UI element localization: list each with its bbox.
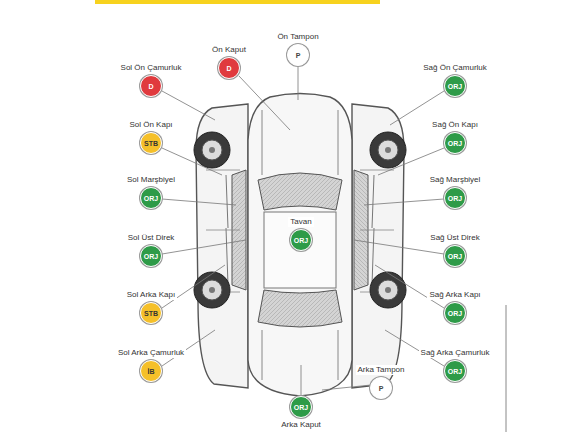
part-marker: Sağ Üst DirekORJ: [428, 231, 481, 267]
status-badge: ORJ: [290, 229, 312, 251]
status-badge: D: [140, 75, 162, 97]
part-marker: Sağ Ön ÇamurlukORJ: [421, 61, 489, 97]
status-badge: ORJ: [444, 360, 466, 382]
part-marker: Ön TamponP: [275, 30, 320, 66]
status-badge: ORJ: [444, 132, 466, 154]
status-badge: İB: [140, 360, 162, 382]
part-marker: Sol Arka ÇamurlukİB: [116, 346, 186, 382]
part-marker: Sağ Arka ÇamurlukORJ: [419, 346, 492, 382]
part-marker: Ön KaputD: [210, 43, 248, 79]
part-marker: Sol Ön ÇamurlukD: [119, 61, 184, 97]
part-name: Ön Kaput: [210, 45, 248, 55]
status-badge: ORJ: [444, 302, 466, 324]
part-name: Sol Ön Kapı: [127, 120, 174, 130]
part-name: Tavan: [288, 217, 313, 227]
part-name: Sol Ön Çamurluk: [119, 63, 184, 73]
part-marker: Sol Üst DirekORJ: [126, 231, 177, 267]
part-marker: Sağ Ön KapıORJ: [430, 118, 480, 154]
part-marker: Arka Kaput ORJ: [279, 396, 323, 432]
part-marker: Arka TamponP: [356, 363, 407, 399]
part-name: Ön Tampon: [275, 32, 320, 42]
part-marker: Sağ Arka KapıORJ: [427, 288, 482, 324]
status-badge: ORJ: [290, 396, 312, 418]
status-badge: D: [218, 57, 240, 79]
status-badge: ORJ: [444, 187, 466, 209]
status-badge: STB: [140, 302, 162, 324]
status-badge: P: [287, 44, 309, 66]
part-marker: TavanORJ: [288, 215, 313, 251]
status-badge: P: [370, 377, 392, 399]
part-marker: Sol Arka KapıSTB: [125, 288, 177, 324]
part-name: Sol Arka Çamurluk: [116, 348, 186, 358]
part-marker: Sol MarşbiyelORJ: [125, 173, 177, 209]
part-marker: Sol Ön KapıSTB: [127, 118, 174, 154]
status-badge: STB: [140, 132, 162, 154]
part-name: Sağ Arka Kapı: [427, 290, 482, 300]
part-name: Arka Tampon: [356, 365, 407, 375]
status-badge: ORJ: [444, 75, 466, 97]
status-badge: ORJ: [140, 245, 162, 267]
part-name: Arka Kaput: [279, 420, 323, 430]
part-name: Sağ Arka Çamurluk: [419, 348, 492, 358]
status-badge: ORJ: [140, 187, 162, 209]
part-name: Sağ Ön Kapı: [430, 120, 480, 130]
part-name: Sol Arka Kapı: [125, 290, 177, 300]
part-name: Sağ Üst Direk: [428, 233, 481, 243]
part-marker: Sağ MarşbiyelORJ: [428, 173, 483, 209]
part-name: Sol Üst Direk: [126, 233, 177, 243]
part-name: Sol Marşbiyel: [125, 175, 177, 185]
part-name: Sağ Ön Çamurluk: [421, 63, 489, 73]
part-name: Sağ Marşbiyel: [428, 175, 483, 185]
status-badge: ORJ: [444, 245, 466, 267]
